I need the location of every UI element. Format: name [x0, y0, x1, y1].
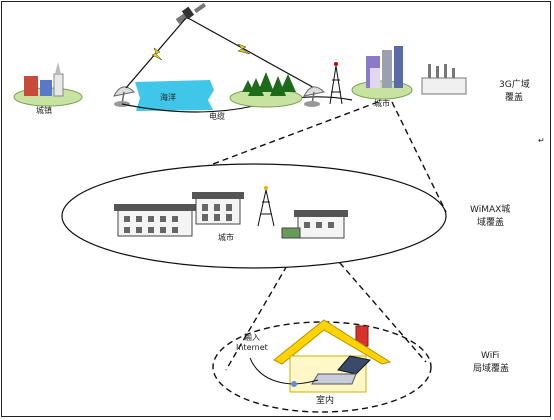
tree-icon: [280, 74, 296, 92]
wimax-coverage-ellipse: [61, 163, 447, 269]
town-building-red: [24, 76, 38, 96]
city-top-label: 城市: [374, 98, 390, 108]
wimax-tower: [257, 186, 275, 227]
town-building-white: [53, 73, 64, 97]
indoor-label: 室内: [316, 394, 334, 406]
tree-icon: [258, 72, 274, 92]
coverage-3g-line1: 3G广域: [499, 78, 530, 90]
city-top: 城市: [351, 46, 413, 108]
wifi-line2: 局域覆盖: [473, 362, 509, 374]
connector-bottom-right: [319, 239, 427, 363]
town-label: 城镇: [36, 105, 52, 115]
connector-top-right: [391, 101, 447, 213]
coverage-3g-line2: 覆盖: [505, 91, 523, 103]
cable-label: 电缆: [209, 111, 225, 121]
wimax-line2: 域覆盖: [477, 216, 504, 228]
house-roof: [273, 319, 392, 365]
network-port-icon: [291, 381, 297, 387]
city-mid-label: 城市: [218, 232, 234, 242]
wimax-line1: WiMAX城: [470, 204, 510, 215]
wimax-building-center: [192, 192, 244, 225]
wimax-building-right: [281, 210, 348, 239]
satellite-dish-right: [303, 86, 326, 107]
city-building-blue: [394, 46, 403, 88]
wifi-line1: WiFi: [481, 351, 499, 361]
town-building-blue: [40, 80, 52, 96]
tree-icon: [242, 80, 254, 92]
town-group: 城镇: [13, 62, 83, 115]
satellite-dish-left: [113, 86, 136, 107]
city-building-gray: [382, 50, 392, 88]
wimax-building-left: [114, 204, 196, 237]
lightning-bolt-icon: [151, 43, 251, 61]
satellite: [175, 2, 207, 25]
input-line1: 输入: [244, 332, 260, 342]
wifi-coverage-ellipse: [212, 321, 432, 413]
cell-tower-top: [329, 62, 343, 105]
ocean-label: 海洋: [160, 92, 176, 102]
town-spire: [55, 62, 61, 74]
ocean: [135, 80, 214, 111]
corner-mark: ↵: [538, 136, 545, 145]
input-line2: Internet: [236, 343, 268, 352]
connector-top-left: [63, 101, 379, 221]
forest: [229, 72, 303, 108]
factory: [421, 64, 467, 95]
laptop-icon: [311, 355, 372, 385]
city-building-light: [370, 68, 380, 88]
